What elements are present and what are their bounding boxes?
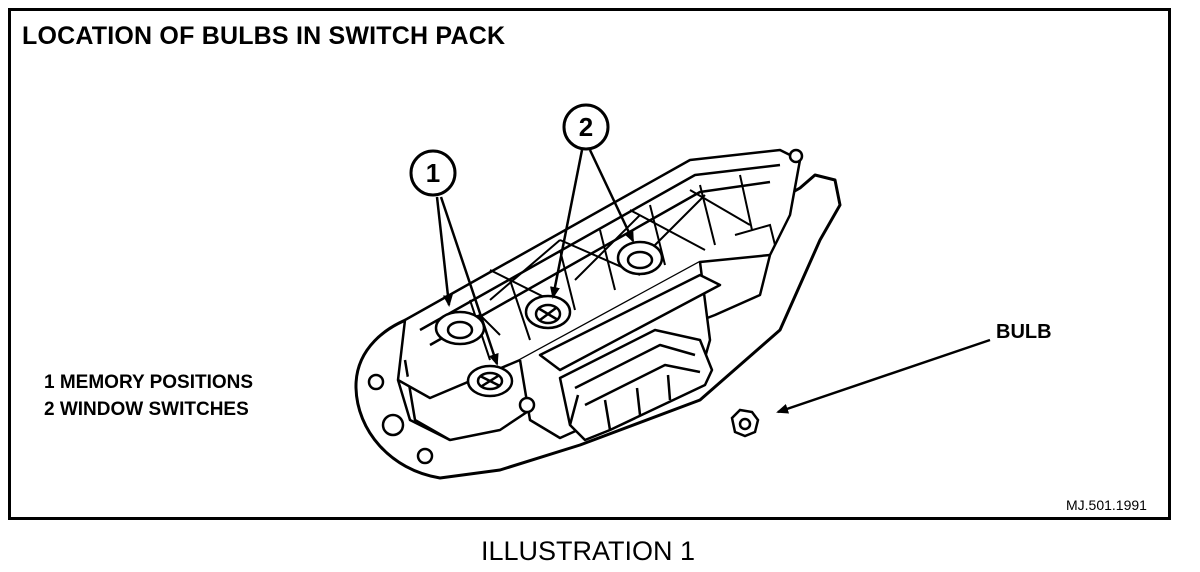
- callout-1-arrow-lower: [439, 196, 499, 366]
- illustration-caption: ILLUSTRATION 1: [480, 536, 696, 566]
- mounting-holes: [367, 148, 804, 465]
- bulb-socket-window-left: [524, 294, 572, 330]
- callout-1-number: 1: [426, 158, 440, 188]
- connector-block: [558, 328, 714, 442]
- illustration-frame: [8, 8, 1171, 520]
- callout-2: 2: [562, 103, 610, 151]
- bulb-arrow: [776, 338, 991, 414]
- callout-2-number: 2: [579, 112, 593, 142]
- bulb-socket-memory-lower: [466, 364, 514, 398]
- diagram-title: LOCATION OF BULBS IN SWITCH PACK: [22, 22, 506, 50]
- callout-2-arrow-left: [550, 149, 584, 299]
- bulb-label: BULB: [996, 321, 1052, 343]
- callout-1: 1: [409, 149, 457, 197]
- legend-item-memory-positions: 1 MEMORY POSITIONS: [44, 372, 254, 393]
- callout-2-arrow-right: [588, 149, 635, 243]
- callout-1-arrow-upper: [435, 196, 453, 307]
- loose-bulb: [730, 408, 760, 438]
- bulb-socket-window-right: [616, 240, 664, 276]
- reference-code: MJ.501.1991: [1066, 497, 1147, 513]
- legend-item-window-switches: 2 WINDOW SWITCHES: [44, 399, 249, 420]
- bulb-socket-memory-upper: [434, 310, 486, 346]
- legend: 1 MEMORY POSITIONS 2 WINDOW SWITCHES: [44, 369, 253, 423]
